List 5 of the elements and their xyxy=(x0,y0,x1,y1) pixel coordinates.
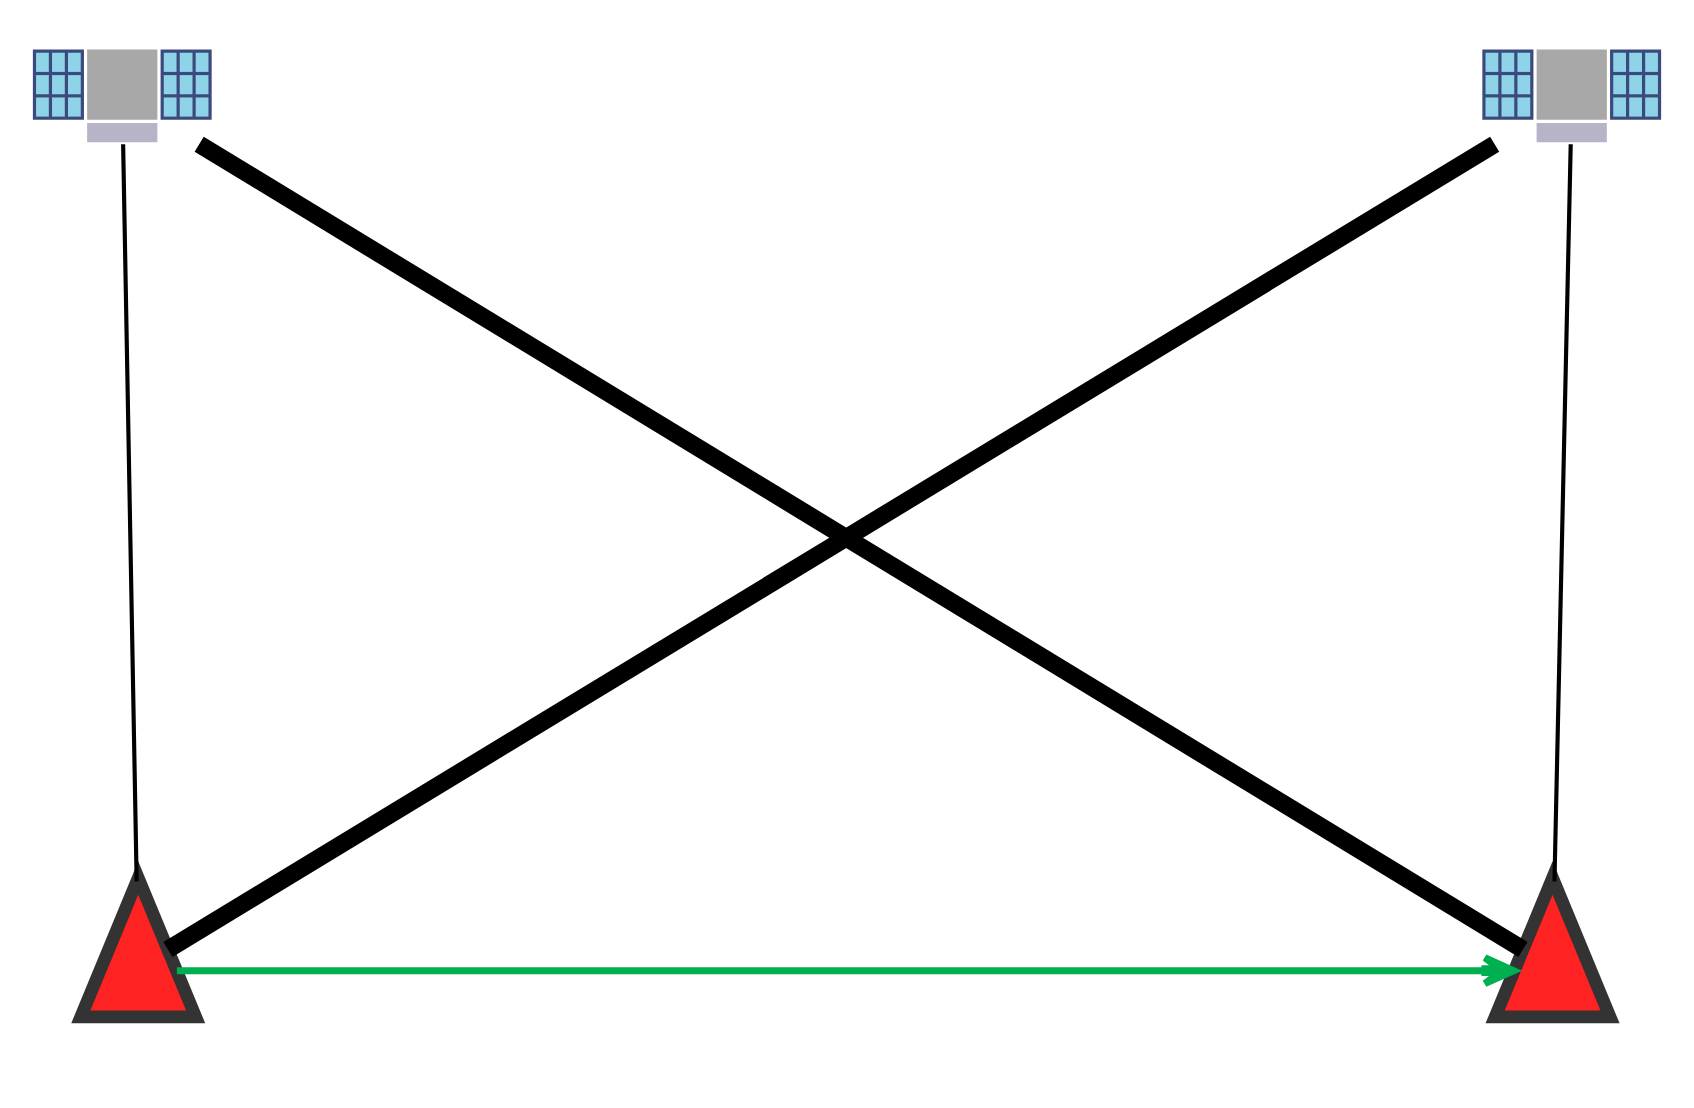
node-triangle xyxy=(1485,861,1620,1024)
arrow xyxy=(176,954,1518,988)
connector xyxy=(1552,144,1573,882)
node-triangle xyxy=(71,861,206,1024)
connector xyxy=(121,144,139,882)
